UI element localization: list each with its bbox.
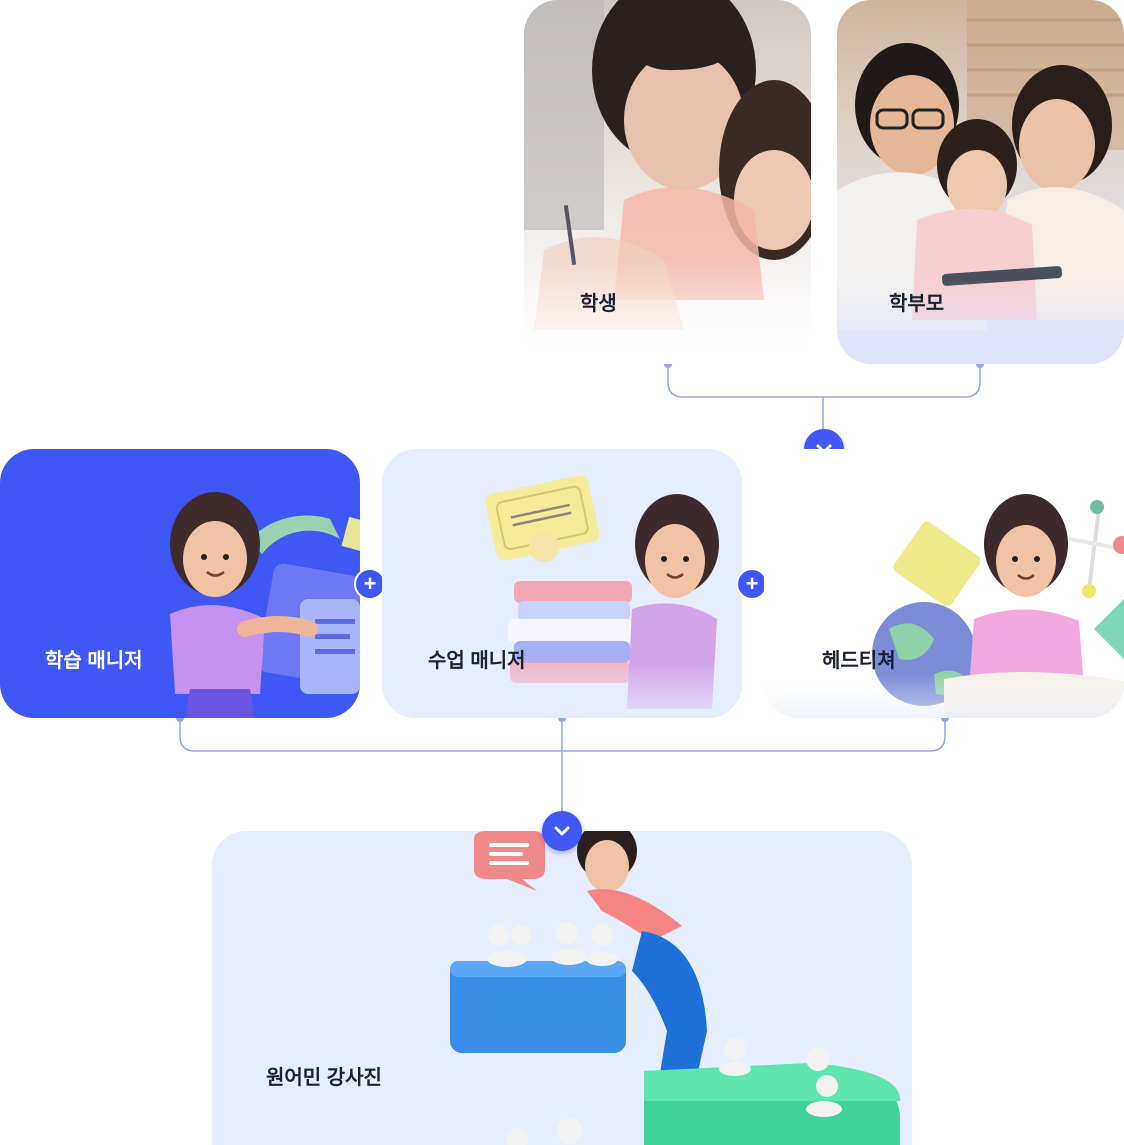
class-manager-card: 수업 매니저 — [382, 449, 742, 718]
class-manager-illustration — [382, 475, 742, 718]
head-teacher-card: 헤드티쳐 — [764, 449, 1124, 718]
plus-icon: + — [354, 568, 386, 600]
chevron-down-icon — [554, 826, 570, 836]
learning-manager-label: 학습 매니저 — [45, 650, 143, 672]
flow-arrow-badge — [542, 811, 582, 851]
student-label: 학생 — [580, 293, 617, 315]
native-instructors-illustration — [450, 831, 901, 1145]
parent-photo — [837, 0, 1124, 364]
head-teacher-label: 헤드티쳐 — [822, 650, 896, 672]
learning-manager-card: 학습 매니저 — [0, 449, 360, 718]
class-manager-label: 수업 매니저 — [428, 650, 526, 672]
learning-manager-illustration — [170, 492, 360, 718]
student-photo — [524, 0, 811, 364]
head-teacher-illustration — [764, 494, 1124, 718]
student-card: 학생 — [524, 0, 811, 364]
parent-card: 학부모 — [837, 0, 1124, 364]
native-instructors-card: 원어민 강사진 — [212, 831, 912, 1145]
native-instructors-label: 원어민 강사진 — [266, 1067, 382, 1089]
parent-label: 학부모 — [889, 293, 945, 315]
plus-icon: + — [736, 568, 768, 600]
